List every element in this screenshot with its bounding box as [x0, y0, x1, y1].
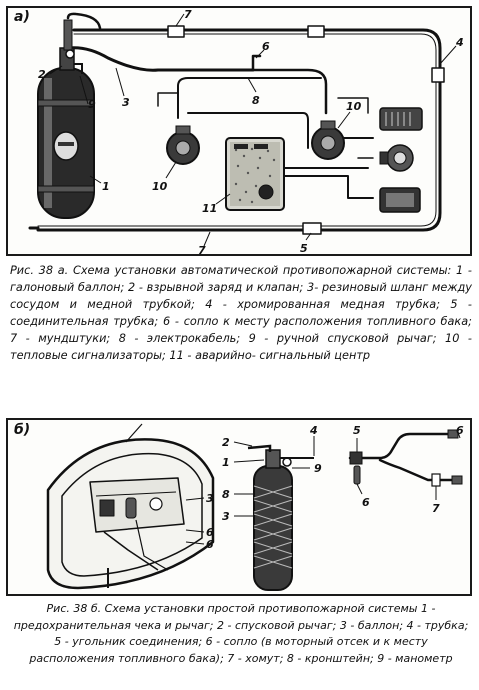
callout-a-10-left: 10 — [152, 180, 168, 193]
figure-b-letter: б) — [14, 422, 31, 438]
mouthpiece-bottom — [302, 222, 322, 235]
electric-cable — [177, 77, 322, 119]
callout-a-4: 4 — [455, 36, 464, 49]
callout-b-3-boat: 3 — [206, 492, 214, 505]
figure-a-panel: а) — [6, 6, 472, 257]
extinguisher-cylinder — [247, 444, 314, 591]
callout-a-1: 1 — [102, 180, 110, 193]
top-pipe — [36, 28, 442, 232]
callout-b-2: 2 — [222, 436, 230, 449]
callout-b-7: 7 — [432, 502, 440, 515]
signal-device-middle — [379, 144, 414, 172]
signal-device-top — [379, 107, 423, 131]
figure-a-caption: Рис. 38 а. Схема установки автоматическо… — [10, 264, 472, 362]
halon-cylinder — [37, 19, 95, 219]
mouthpiece-top-left — [167, 25, 185, 38]
rubber-hose — [66, 46, 255, 72]
callout-b-6-boat-a: 6 — [206, 526, 214, 539]
callout-b-6-top: 6 — [456, 424, 464, 437]
signal-device-bottom — [379, 187, 421, 213]
clamp — [431, 473, 441, 487]
callout-b-8: 8 — [222, 488, 230, 501]
boat-hull — [46, 423, 215, 590]
callout-b-3: 3 — [222, 510, 230, 523]
alarm-center — [225, 137, 285, 211]
callout-a-5: 5 — [300, 242, 308, 255]
callout-b-4: 4 — [309, 424, 318, 437]
mouthpiece-top-right — [307, 25, 325, 38]
figure-b-caption: Рис. 38 б. Схема установки простой проти… — [13, 602, 469, 665]
callout-a-7-top: 7 — [184, 8, 192, 21]
callout-b-1: 1 — [222, 456, 230, 469]
callout-a-11: 11 — [202, 202, 217, 215]
figure-b-schematic: 2 1 8 3 4 9 5 6 7 6 3 6 6 — [46, 423, 464, 591]
callout-a-6: 6 — [262, 40, 270, 53]
callout-b-6-mid: 6 — [362, 496, 370, 509]
heat-detector-right — [311, 120, 345, 160]
callout-a-10-right: 10 — [346, 100, 362, 113]
callout-a-9: 9 — [88, 98, 96, 111]
figure-a-letter: а) — [14, 9, 30, 25]
heat-detector-left — [166, 125, 200, 165]
figure-a-schematic: 7 4 6 8 3 9 2 1 10 10 11 7 5 — [28, 8, 464, 257]
callout-b-6-boat-b: 6 — [206, 538, 214, 551]
figure-b-panel: б) — [6, 418, 472, 596]
elbow-connector — [349, 451, 363, 465]
nozzle-piping — [348, 429, 463, 487]
callout-a-8: 8 — [252, 94, 260, 107]
connector-4 — [431, 67, 445, 83]
callout-a-7-bottom: 7 — [198, 244, 206, 257]
callout-b-9: 9 — [314, 462, 322, 475]
callout-a-2: 2 — [38, 68, 46, 81]
callout-b-5: 5 — [353, 424, 361, 437]
callout-a-3: 3 — [122, 96, 130, 109]
